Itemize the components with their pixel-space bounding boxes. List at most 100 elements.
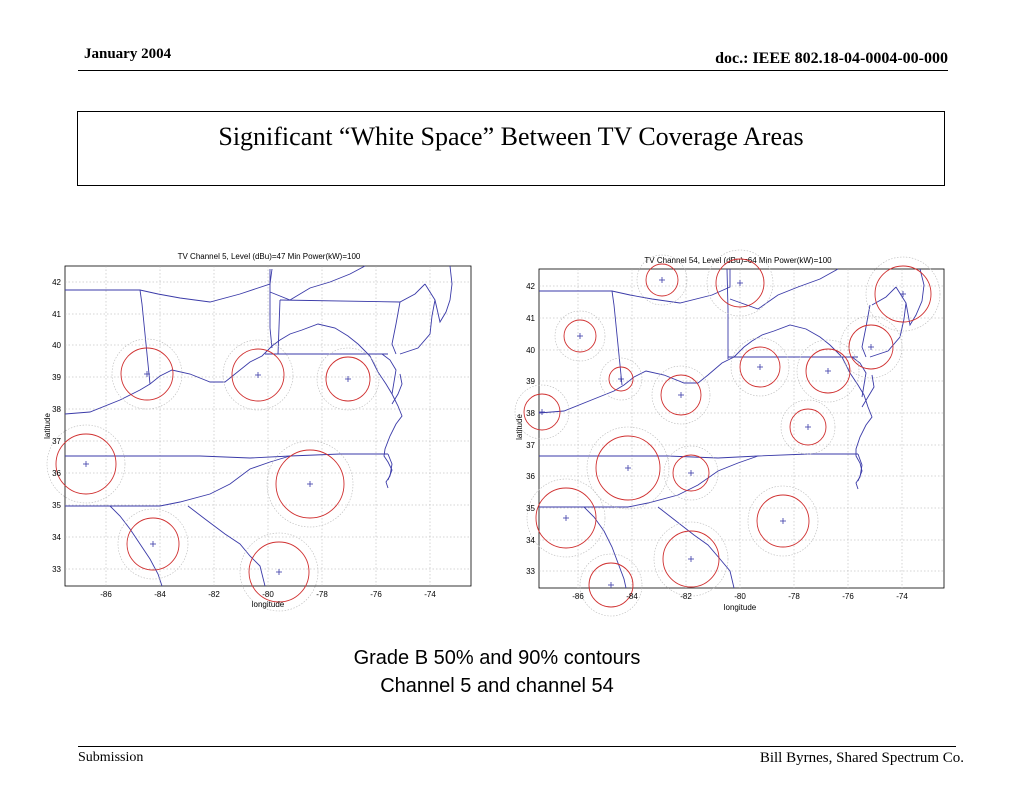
contour-50-percent: [805, 348, 851, 394]
contour-90-percent: [222, 339, 294, 411]
contour-50-percent: [789, 408, 827, 446]
footer-submission: Submission: [78, 750, 144, 765]
footer-author: Bill Byrnes, Shared Spectrum Co.: [759, 750, 964, 766]
contour-90-percent: [730, 337, 790, 397]
footer-rule: [78, 746, 956, 747]
x-tick-label: -78: [788, 592, 800, 601]
contour-50-percent: [672, 454, 710, 492]
contour-90-percent: [514, 384, 570, 440]
y-tick-label: 42: [526, 282, 535, 291]
contour-90-percent: [865, 256, 941, 332]
y-axis-label: latitude: [515, 414, 524, 440]
contour-50-percent: [739, 346, 781, 388]
contour-50-percent: [662, 530, 720, 588]
coverage-contours: [514, 249, 941, 617]
contour-90-percent: [747, 485, 819, 557]
x-tick-labels: -86 -84 -82 -80 -78 -76 -74: [100, 590, 436, 599]
y-tick-label: 35: [526, 504, 535, 513]
slide-title: Significant “White Space” Between TV Cov…: [218, 122, 804, 151]
contour-50-percent: [563, 319, 597, 353]
contour-90-percent: [780, 399, 836, 455]
y-tick-label: 42: [52, 278, 61, 287]
contour-50-percent: [715, 258, 765, 308]
grid-lines: [65, 266, 471, 586]
contour-90-percent: [839, 315, 903, 379]
x-tick-label: -80: [262, 590, 274, 599]
contour-50-percent: [248, 541, 310, 603]
y-tick-label: 40: [526, 346, 535, 355]
y-axis-label: latitude: [43, 413, 52, 439]
x-tick-label: -84: [626, 592, 638, 601]
channel-54-map: TV Channel 54, Level (dBu)=64 Min Power(…: [514, 249, 945, 617]
contour-50-percent: [874, 265, 932, 323]
y-tick-label: 34: [52, 533, 61, 542]
x-tick-label: -76: [370, 590, 382, 599]
contour-90-percent: [796, 339, 860, 403]
x-tick-label: -86: [100, 590, 112, 599]
contour-90-percent: [117, 508, 189, 580]
contour-50-percent: [756, 494, 810, 548]
header-rule: [78, 70, 948, 71]
contour-90-percent: [579, 553, 643, 617]
contour-50-percent: [275, 449, 345, 519]
x-tick-label: -82: [208, 590, 220, 599]
caption-line-1: Grade B 50% and 90% contours: [353, 647, 641, 669]
x-tick-label: -74: [424, 590, 436, 599]
y-tick-label: 35: [52, 501, 61, 510]
title-box: Significant “White Space” Between TV Cov…: [77, 111, 945, 186]
x-tick-label: -86: [572, 592, 584, 601]
contour-50-percent: [588, 562, 634, 608]
y-tick-label: 41: [52, 310, 61, 319]
contour-90-percent: [266, 440, 354, 528]
x-axis-label: longitude: [252, 600, 285, 609]
contour-50-percent: [535, 487, 597, 549]
contour-50-percent: [660, 374, 702, 416]
x-axis-label: longitude: [724, 603, 757, 612]
header-date: January 2004: [84, 46, 172, 62]
contour-50-percent: [595, 435, 661, 501]
x-tick-label: -82: [680, 592, 692, 601]
state-borders: [64, 265, 453, 587]
y-tick-label: 38: [52, 405, 61, 414]
contour-50-percent: [120, 347, 174, 401]
contour-90-percent: [636, 254, 688, 306]
channel-5-map: TV Channel 5, Level (dBu)=47 Min Power(k…: [43, 252, 472, 612]
x-tick-label: -74: [896, 592, 908, 601]
y-tick-label: 40: [52, 341, 61, 350]
x-tick-labels: -86-84-82-80-78-76-74: [572, 592, 908, 601]
x-tick-label: -76: [842, 592, 854, 601]
contour-90-percent: [46, 424, 126, 504]
contour-50-percent: [608, 366, 634, 392]
header-doc-id: doc.: IEEE 802.18-04-0004-00-000: [715, 50, 948, 67]
y-tick-label: 36: [52, 469, 61, 478]
y-tick-label: 33: [52, 565, 61, 574]
x-tick-label: -78: [316, 590, 328, 599]
contour-50-percent: [325, 356, 371, 402]
contour-90-percent: [706, 249, 774, 317]
y-tick-label: 37: [526, 441, 535, 450]
coverage-contours: [46, 338, 380, 612]
y-tick-label: 37: [52, 437, 61, 446]
contour-90-percent: [653, 521, 729, 597]
contour-90-percent: [316, 347, 380, 411]
y-tick-label: 34: [526, 536, 535, 545]
caption-line-2: Channel 5 and channel 54: [380, 675, 614, 697]
y-tick-label: 33: [526, 567, 535, 576]
y-tick-label: 36: [526, 472, 535, 481]
contour-90-percent: [586, 426, 670, 510]
contour-50-percent: [645, 263, 679, 297]
contour-90-percent: [651, 365, 711, 425]
contour-90-percent: [599, 357, 643, 401]
y-tick-label: 39: [526, 377, 535, 386]
plot-area: [538, 268, 945, 589]
contour-90-percent: [111, 338, 183, 410]
contour-50-percent: [848, 324, 894, 370]
contour-90-percent: [239, 532, 319, 612]
contour-50-percent: [126, 517, 180, 571]
contour-50-percent: [55, 433, 117, 495]
contour-90-percent: [663, 445, 719, 501]
x-tick-label: -84: [154, 590, 166, 599]
map-title: TV Channel 5, Level (dBu)=47 Min Power(k…: [178, 252, 361, 261]
